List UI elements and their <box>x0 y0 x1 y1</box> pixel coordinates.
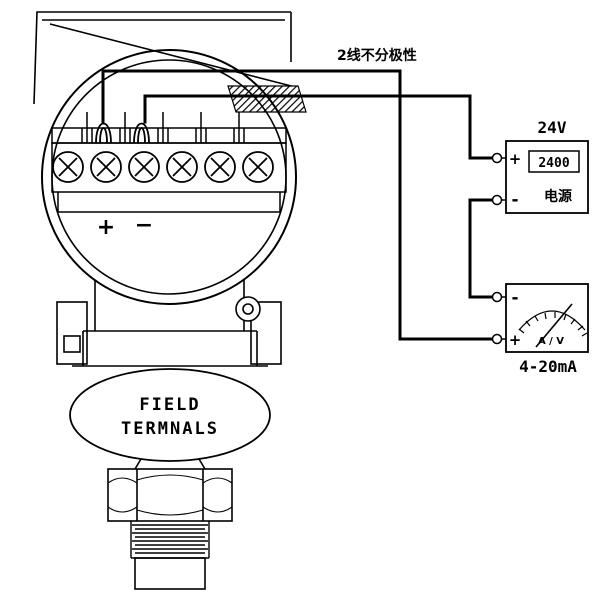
supply-minus-label: - <box>511 190 518 210</box>
supply-plus-label: + <box>509 150 522 168</box>
wire-transmitter-to-meter-positive <box>101 69 494 341</box>
supply-terminal-positive <box>491 152 503 164</box>
field-terminals-label-line2: TERMNALS <box>121 419 219 439</box>
meter-unit-label: A / V <box>538 336 564 347</box>
power-supply-name-label: 电源 <box>544 188 572 205</box>
meter-terminal-negative <box>491 291 503 303</box>
meter-minus-label: - <box>511 288 518 308</box>
wire-hook-right <box>133 122 150 144</box>
cap-hatched-plate <box>227 85 307 113</box>
field-terminals-label-line1: FIELD <box>139 395 200 415</box>
meter-plus-label: + <box>509 331 522 349</box>
power-supply-box: 24V + 2400 - 电源 <box>491 118 589 214</box>
screw-terminal-6 <box>242 151 274 183</box>
process-connection-stub <box>134 557 206 590</box>
screw-terminal-1 <box>52 151 84 183</box>
signal-range-label: 4-20mA <box>519 357 577 376</box>
terminal-minus-label: − <box>135 213 153 238</box>
transmitter-top-housing <box>33 11 307 113</box>
wiring-note-label: 2线不分极性 <box>337 47 417 64</box>
transmitter-neck <box>72 280 268 367</box>
meter-needle-icon <box>535 303 573 348</box>
screw-terminals <box>52 151 274 183</box>
meter-terminal-positive <box>491 333 503 345</box>
wire-transmitter-to-supply-positive <box>143 94 494 160</box>
terminal-block <box>51 112 287 213</box>
screw-terminal-2 <box>90 151 122 183</box>
power-supply-voltage-label: 24V <box>538 118 567 137</box>
wire-hook-left <box>95 122 112 144</box>
mounting-tab-right <box>250 301 282 365</box>
mounting-tab-left <box>56 301 88 365</box>
wire-supply-negative-to-meter-negative <box>468 198 494 299</box>
meter-scale-arc <box>518 310 588 337</box>
screw-terminal-5 <box>204 151 236 183</box>
screw-terminal-4 <box>166 151 198 183</box>
power-supply-display-value: 2400 <box>538 156 569 171</box>
transmitter-body-oval: FIELD TERMNALS <box>69 368 271 462</box>
screw-terminal-3 <box>128 151 160 183</box>
power-supply-display <box>528 150 580 173</box>
side-bolt-icon <box>235 296 261 322</box>
hex-nut <box>107 458 233 522</box>
supply-terminal-negative <box>491 194 503 206</box>
ammeter-box: - + A / V <box>491 283 589 353</box>
threaded-connector <box>130 521 210 559</box>
terminal-plus-label: + <box>97 215 115 240</box>
